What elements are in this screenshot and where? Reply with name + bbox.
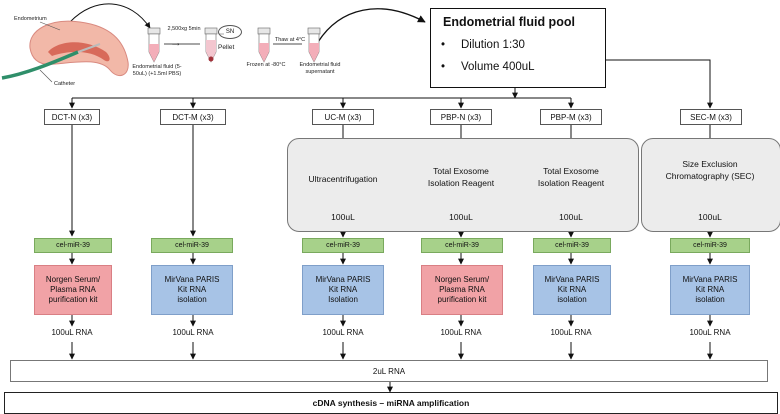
pool-title: Endometrial fluid pool bbox=[443, 15, 575, 29]
sample-tubes: ⟶ bbox=[147, 27, 321, 63]
spike-in-box: cel-miR-39 bbox=[421, 238, 503, 253]
method-pbp-n: PBP-N (x3) bbox=[430, 109, 492, 125]
centrifuge-label: 2,500xg 5min bbox=[167, 26, 201, 32]
sn-label: SN bbox=[218, 25, 242, 39]
volume-pbp-n: 100uL bbox=[449, 212, 473, 222]
kit-to-rna-arrows bbox=[69, 315, 713, 327]
frozen-label: Frozen at -80°C bbox=[246, 62, 286, 68]
final-step-bar: cDNA synthesis – miRNA amplification bbox=[4, 392, 778, 414]
pooled-rna-bar: 2uL RNA bbox=[10, 360, 768, 382]
supernatant-label: Endometrial fluid supernatant bbox=[299, 62, 341, 75]
curved-arrow-2 bbox=[317, 8, 426, 43]
method-pbp-m: PBP-M (x3) bbox=[540, 109, 602, 125]
rna-output: 100uL RNA bbox=[689, 328, 731, 337]
method-uc-m: UC-M (x3) bbox=[312, 109, 374, 125]
volume-uc: 100uL bbox=[331, 212, 355, 222]
spike-in-box: cel-miR-39 bbox=[34, 238, 112, 253]
spike-in-box: cel-miR-39 bbox=[670, 238, 750, 253]
tube-icon bbox=[307, 27, 321, 63]
spike-to-kit-arrows bbox=[69, 253, 713, 265]
spike-in-box: cel-miR-39 bbox=[533, 238, 611, 253]
tube-icon bbox=[204, 27, 218, 63]
method-sec-m: SEC-M (x3) bbox=[680, 109, 742, 125]
svg-text:⟶: ⟶ bbox=[172, 42, 179, 48]
rna-to-pool-arrows bbox=[69, 342, 713, 360]
pellet-label: Pellet bbox=[218, 44, 235, 51]
sec-panel bbox=[641, 138, 780, 232]
rna-output: 100uL RNA bbox=[322, 328, 364, 337]
method-dct-n: DCT-N (x3) bbox=[44, 109, 100, 125]
tube-icon bbox=[257, 27, 271, 63]
rna-output: 100uL RNA bbox=[550, 328, 592, 337]
spike-in-box: cel-miR-39 bbox=[302, 238, 384, 253]
catheter-label: Catheter bbox=[54, 81, 76, 87]
uc-step: Ultracentrifugation bbox=[308, 174, 378, 184]
thaw-label: Thaw at 4°C bbox=[274, 37, 306, 43]
pool-item-dilution: •Dilution 1:30 bbox=[441, 39, 525, 51]
spike-in-box: cel-miR-39 bbox=[151, 238, 233, 253]
rna-output: 100uL RNA bbox=[51, 328, 93, 337]
tube-icon bbox=[147, 27, 161, 63]
catheter-tube bbox=[1, 50, 79, 80]
fluid-pool-box: Endometrial fluid pool •Dilution 1:30 •V… bbox=[430, 8, 606, 88]
rna-output: 100uL RNA bbox=[440, 328, 482, 337]
rna-output: 100uL RNA bbox=[172, 328, 214, 337]
isolation-panel bbox=[287, 138, 639, 232]
volume-sec: 100uL bbox=[698, 212, 722, 222]
curved-arrow-1 bbox=[69, 3, 151, 29]
method-dct-m: DCT-M (x3) bbox=[160, 109, 226, 125]
endometrium-label: Endometrium bbox=[14, 16, 47, 22]
pool-item-volume: •Volume 400uL bbox=[441, 61, 535, 73]
volume-pbp-m: 100uL bbox=[559, 212, 583, 222]
uterus-catheter-illustration bbox=[1, 20, 129, 83]
step1-caption: Endometrial fluid (5-50uL) (+1.5ml PBS) bbox=[132, 64, 182, 77]
